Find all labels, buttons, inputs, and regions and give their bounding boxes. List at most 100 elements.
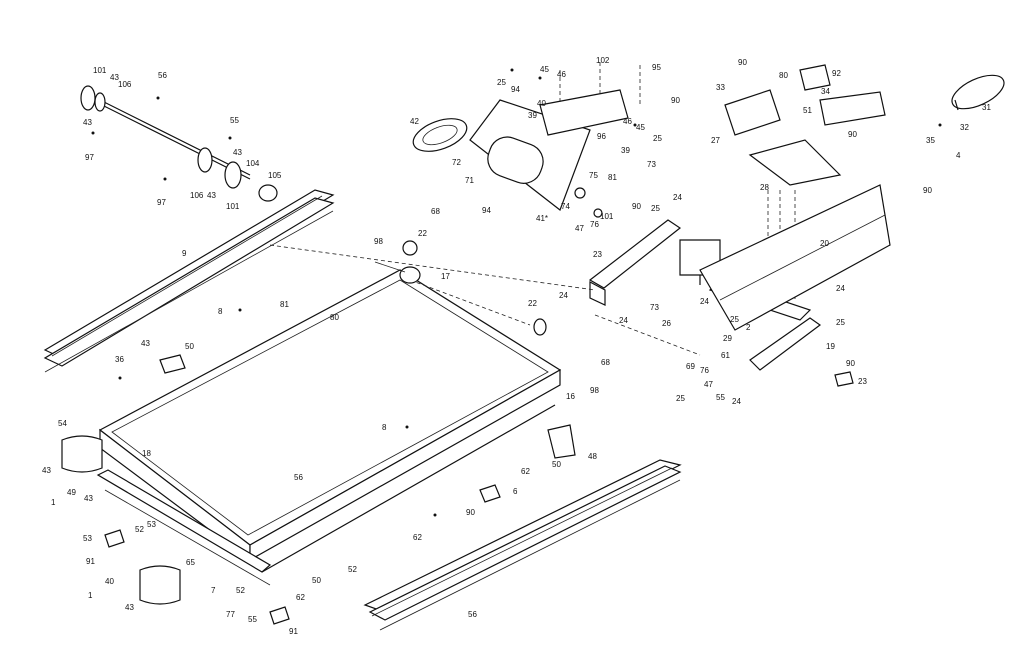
label-40a: 40 [537, 99, 546, 108]
label-55c: 55 [248, 615, 257, 624]
label-69: 69 [686, 362, 695, 371]
label-24f: 24 [732, 397, 741, 406]
label-52a: 52 [135, 525, 144, 534]
label-19: 19 [826, 342, 835, 351]
label-1b: 1 [88, 591, 93, 600]
label-98a: 98 [374, 237, 383, 246]
label-43c: 43 [233, 148, 242, 157]
label-24b: 24 [559, 291, 568, 300]
label-76b: 76 [700, 366, 709, 375]
label-56b: 56 [294, 473, 303, 482]
left-side-rail [43, 189, 335, 373]
label-56c: 56 [468, 610, 477, 619]
label-41: 41* [536, 214, 548, 223]
label-2: 2 [746, 323, 751, 332]
motor-bracket [510, 62, 641, 136]
label-18: 18 [142, 449, 151, 458]
label-92: 92 [832, 69, 841, 78]
label-47a: 47 [575, 224, 584, 233]
label-55b: 55 [716, 393, 725, 402]
label-106b: 106 [190, 191, 204, 200]
label-102: 102 [596, 56, 610, 65]
label-31: 31 [982, 103, 991, 112]
rear-axle-assembly [80, 85, 278, 202]
label-90d: 90 [848, 130, 857, 139]
end-caps [61, 308, 854, 625]
label-62a: 62 [521, 467, 530, 476]
label-90a: 90 [632, 202, 641, 211]
label-90f: 90 [846, 359, 855, 368]
label-81: 81 [608, 173, 617, 182]
part-labels: 101 43 106 56 43 97 55 43 104 105 97 106… [42, 56, 991, 636]
label-50b: 50 [552, 460, 561, 469]
label-80: 80 [779, 71, 788, 80]
label-1a: 1 [51, 498, 56, 507]
label-90g: 90 [466, 508, 475, 517]
label-24d: 24 [836, 284, 845, 293]
label-25a: 25 [497, 78, 506, 87]
label-39b: 39 [621, 146, 630, 155]
label-6: 6 [513, 487, 518, 496]
label-24c: 24 [700, 297, 709, 306]
label-62c: 62 [296, 593, 305, 602]
label-29: 29 [723, 334, 732, 343]
label-25d: 25 [730, 315, 739, 324]
label-40b: 40 [105, 577, 114, 586]
label-43e: 43 [141, 339, 150, 348]
label-91b: 91 [289, 627, 298, 636]
label-20: 20 [820, 239, 829, 248]
label-43h: 43 [125, 603, 134, 612]
label-101c: 101 [600, 212, 614, 221]
label-24a: 24 [673, 193, 682, 202]
label-71: 71 [465, 176, 474, 185]
label-94a: 94 [511, 85, 520, 94]
label-43b: 43 [83, 118, 92, 127]
label-26: 26 [662, 319, 671, 328]
label-68b: 68 [601, 358, 610, 367]
label-43a: 43 [110, 73, 119, 82]
label-8a: 8 [218, 307, 223, 316]
motor-hood-plate [699, 184, 891, 331]
label-90b: 90 [671, 96, 680, 105]
label-50c: 50 [312, 576, 321, 585]
label-76a: 76 [590, 220, 599, 229]
label-27: 27 [711, 136, 720, 145]
label-96: 96 [597, 132, 606, 141]
front-roller [374, 240, 547, 336]
label-81b: 81 [280, 300, 289, 309]
label-42: 42 [410, 117, 419, 126]
label-61: 61 [721, 351, 730, 360]
label-46a: 46 [557, 70, 566, 79]
label-34: 34 [821, 87, 830, 96]
label-56a: 56 [158, 71, 167, 80]
label-97a: 97 [85, 153, 94, 162]
label-98b: 98 [590, 386, 599, 395]
label-22b: 22 [528, 299, 537, 308]
label-33: 33 [716, 83, 725, 92]
label-75: 75 [589, 171, 598, 180]
right-side-rail [363, 459, 682, 631]
label-101b: 101 [226, 202, 240, 211]
label-25c: 25 [651, 204, 660, 213]
label-101a: 101 [93, 66, 107, 75]
label-90c: 90 [738, 58, 747, 67]
label-53a: 53 [147, 520, 156, 529]
label-35: 35 [926, 136, 935, 145]
label-43f: 43 [42, 466, 51, 475]
label-97b: 97 [157, 198, 166, 207]
walking-deck [98, 244, 701, 562]
label-47b: 47 [704, 380, 713, 389]
label-23b: 23 [858, 377, 867, 386]
label-80b: 80 [330, 313, 339, 322]
label-43d: 43 [207, 191, 216, 200]
control-electronics [724, 64, 886, 300]
label-39a: 39 [528, 111, 537, 120]
label-22a: 22 [418, 229, 427, 238]
label-45b: 45 [636, 123, 645, 132]
label-74: 74 [561, 202, 570, 211]
label-77: 77 [226, 610, 235, 619]
label-50a: 50 [185, 342, 194, 351]
label-28: 28 [760, 183, 769, 192]
